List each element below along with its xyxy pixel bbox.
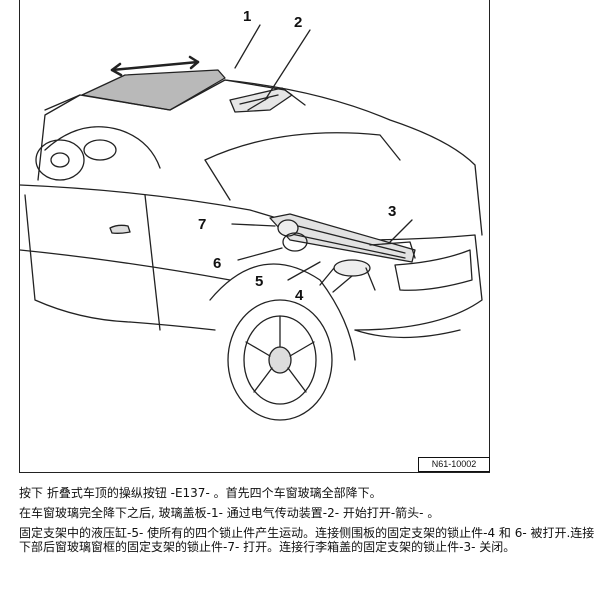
callout-5: 5 bbox=[255, 273, 264, 290]
callout-7: 7 bbox=[198, 216, 207, 233]
paragraph: 在车窗玻璃完全降下之后, 玻璃盖板-1- 通过电气传动装置-2- 开始打开-箭头… bbox=[19, 506, 440, 520]
figure-code: N61-10002 bbox=[418, 457, 490, 472]
paragraph: 固定支架中的液压缸-5- 使所有的四个锁止件产生运动。连接侧围板的固定支架的锁止… bbox=[19, 526, 595, 554]
callout-4: 4 bbox=[295, 287, 304, 304]
callout-3: 3 bbox=[388, 203, 397, 220]
body-text: 按下 折叠式车顶的操纵按钮 -E137- 。首先四个车窗玻璃全部降下。 在车窗玻… bbox=[19, 486, 597, 560]
technical-illustration: 1 2 3 4 5 6 7 N61-10002 bbox=[19, 0, 490, 473]
car-convertible-drawing bbox=[20, 24, 483, 421]
paragraph: 按下 折叠式车顶的操纵按钮 -E137- 。首先四个车窗玻璃全部降下。 bbox=[19, 486, 382, 500]
callout-6: 6 bbox=[213, 255, 222, 272]
callout-2: 2 bbox=[294, 14, 303, 31]
callout-1: 1 bbox=[243, 8, 252, 25]
